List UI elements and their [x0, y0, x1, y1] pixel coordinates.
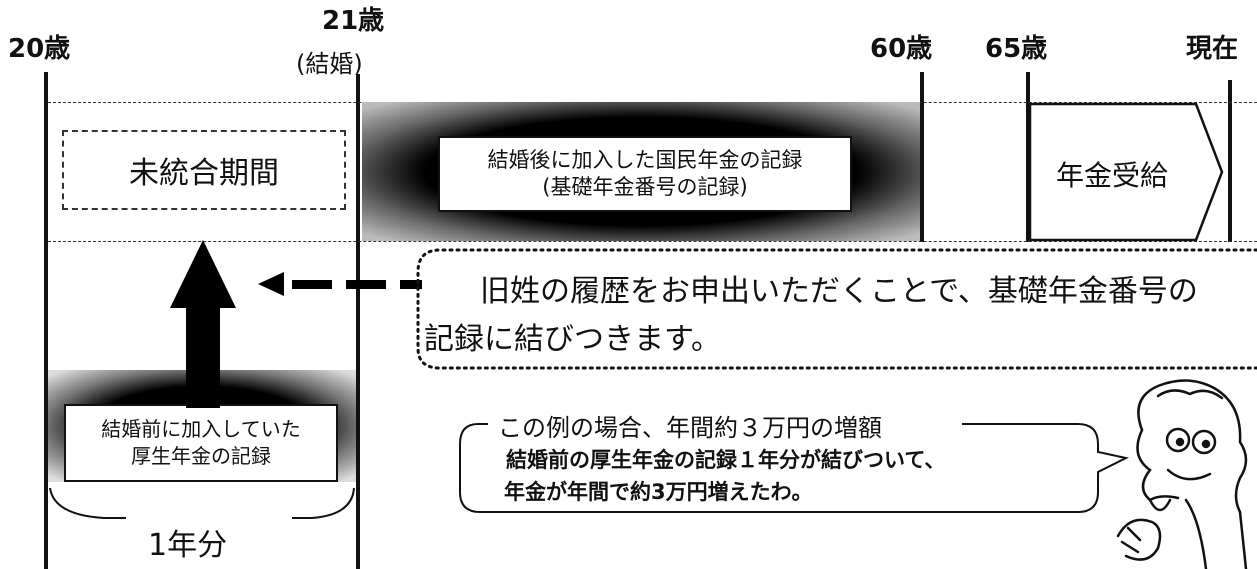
national-pension-line2: (基礎年金番号の記録): [542, 175, 748, 199]
left-arrow-head: [258, 272, 284, 296]
national-pension-record-box: 結婚後に加入した国民年金の記録 (基礎年金番号の記録): [438, 136, 852, 212]
age-65-label: 65歳: [985, 34, 1048, 64]
notice-text-line1: 旧姓の履歴をお申出いただくことで、基礎年金番号の: [480, 274, 1198, 309]
one-year-label: 1年分: [148, 528, 228, 563]
left-arrow-dash-2: [346, 280, 386, 289]
up-arrow-head: [170, 240, 236, 308]
age-60-line: [920, 72, 924, 242]
bottom-guide-line: [48, 241, 1257, 242]
notice-text-line2: 記録に結びつきます。: [424, 322, 721, 357]
pension-receipt-label: 年金受給: [1056, 159, 1169, 192]
marriage-label: (結婚): [296, 50, 363, 78]
employee-pension-record-box: 結婚前に加入していた 厚生年金の記録: [64, 404, 338, 482]
national-pension-line1: 結婚後に加入した国民年金の記録: [487, 147, 803, 172]
now-line: [1228, 80, 1232, 242]
dotted-callout-border: [416, 248, 1257, 370]
unintegrated-period-label: 未統合期間: [129, 156, 279, 191]
age-20-line: [44, 72, 48, 569]
employee-pension-line2: 厚生年金の記録: [131, 444, 271, 468]
age-21-line: [356, 74, 360, 569]
pension-receipt-arrow: [1028, 102, 1224, 242]
age-21-label: 21歳: [322, 6, 385, 36]
age-60-label: 60歳: [870, 34, 933, 64]
left-arrow-dash-3: [400, 280, 422, 289]
age-65-line: [1026, 72, 1030, 242]
unintegrated-period-box: 未統合期間: [62, 130, 346, 210]
now-label: 現在: [1186, 34, 1239, 64]
one-year-brace: [49, 487, 355, 519]
up-arrow-shaft: [186, 304, 220, 408]
speech-heading: この例の場合、年間約３万円の増額: [494, 408, 886, 443]
speech-line1: 結婚前の厚生年金の記録１年分が結びついて、: [506, 448, 946, 472]
age-20-label: 20歳: [8, 34, 71, 64]
speech-bubble: [459, 423, 1129, 513]
employee-pension-line1: 結婚前に加入していた: [101, 417, 301, 441]
left-arrow-dash-1: [292, 280, 332, 289]
woman-character: [1116, 379, 1248, 569]
speech-line2: 年金が年間で約3万円増えたわ。: [504, 480, 813, 504]
